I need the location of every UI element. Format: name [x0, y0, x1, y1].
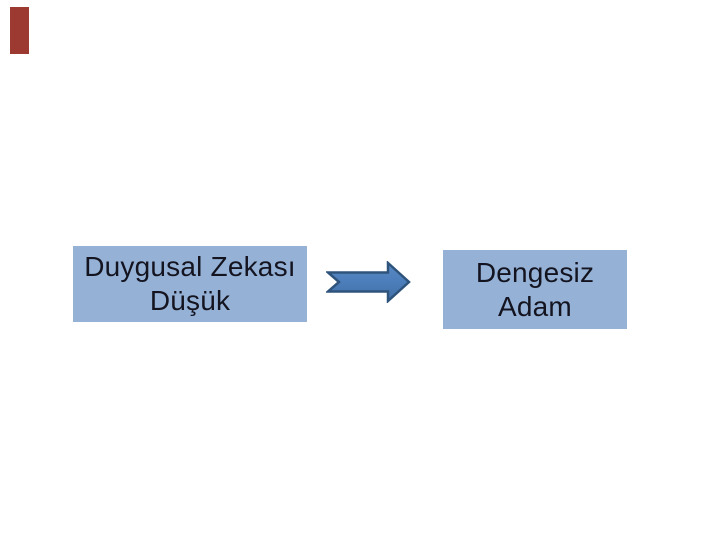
concept-box-text-line2: Düşük — [149, 285, 231, 316]
notched-right-arrow-polygon — [326, 261, 411, 303]
concept-box-text-line1: Dengesiz — [475, 256, 595, 288]
right-arrow-shape — [326, 261, 412, 303]
notched-right-arrow-icon — [326, 261, 411, 303]
concept-box-text-line2: Adam — [498, 290, 572, 322]
concept-box-duygusal-zekasi-dusuk: Duygusal Zekası Düşük — [73, 246, 307, 322]
red-accent-bar — [10, 7, 29, 54]
concept-box-text-line1: Duygusal Zekası — [84, 251, 296, 282]
concept-box-dengesiz-adam: Dengesiz Adam — [443, 250, 627, 329]
